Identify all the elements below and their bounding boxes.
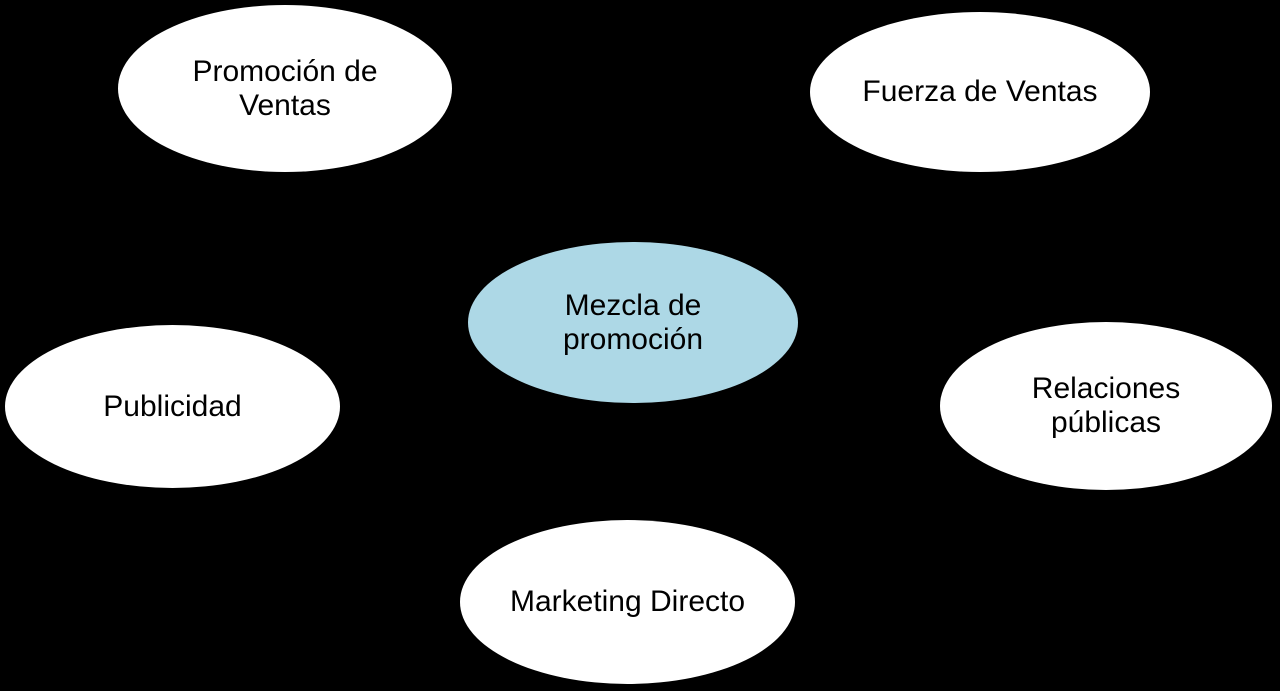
- node-label: Publicidad: [103, 389, 242, 423]
- node-relaciones-publicas[interactable]: Relaciones públicas: [940, 322, 1272, 490]
- node-mezcla-de-promocion[interactable]: Mezcla de promoción: [468, 242, 798, 403]
- node-fuerza-de-ventas[interactable]: Fuerza de Ventas: [810, 12, 1150, 172]
- node-label: Relaciones públicas: [1031, 372, 1181, 439]
- node-label: Fuerza de Ventas: [862, 75, 1098, 109]
- node-label: Marketing Directo: [509, 585, 746, 619]
- node-promocion-de-ventas[interactable]: Promoción de Ventas: [118, 5, 452, 172]
- node-label: Promoción de Ventas: [192, 54, 378, 122]
- node-label: Mezcla de promoción: [562, 288, 704, 356]
- node-publicidad[interactable]: Publicidad: [5, 325, 340, 488]
- node-marketing-directo[interactable]: Marketing Directo: [460, 520, 795, 684]
